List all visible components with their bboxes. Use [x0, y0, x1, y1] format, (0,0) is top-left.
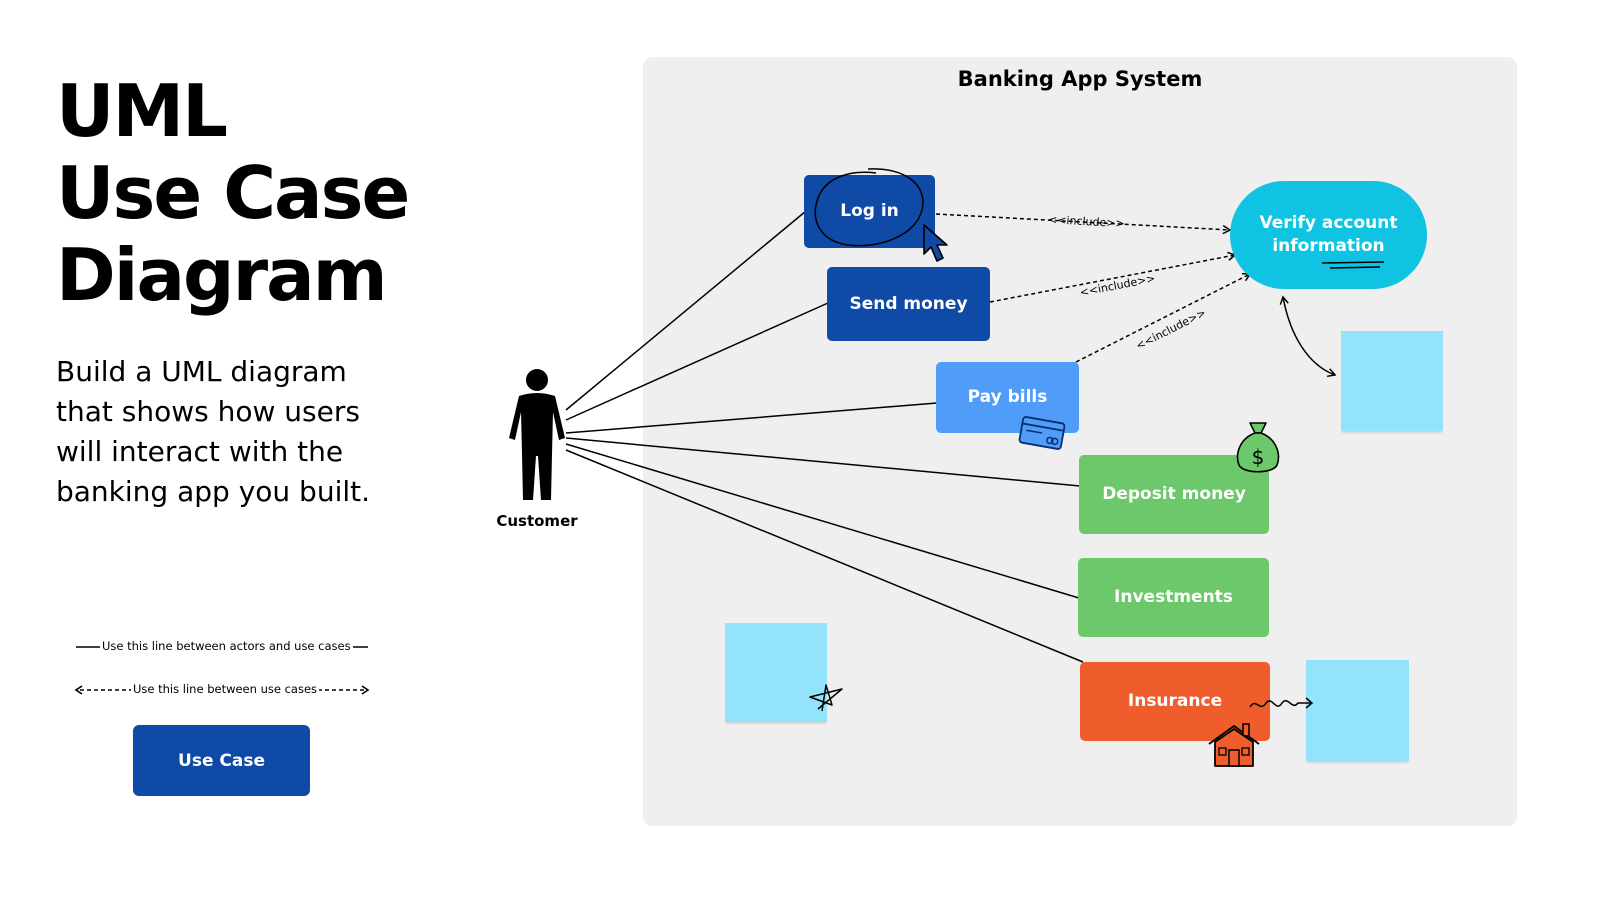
assoc-insurance — [565, 449, 1084, 663]
sticky-note-2[interactable] — [725, 623, 827, 722]
assoc-send-money — [565, 302, 829, 421]
usecase-pay-bills[interactable]: Pay bills — [936, 362, 1079, 433]
usecase-investments[interactable]: Investments — [1078, 558, 1269, 637]
underline-doodle-icon — [1321, 261, 1385, 269]
assoc-investments — [565, 443, 1080, 599]
squiggle-doodle-icon — [1249, 697, 1314, 709]
assoc-login — [565, 210, 807, 411]
usecase-pay-bills-label: Pay bills — [967, 387, 1048, 407]
verify-to-note-arrow — [1279, 295, 1337, 378]
legend-actor-line: Use this line between actors and use cas… — [76, 637, 368, 657]
star-doodle-icon — [809, 684, 843, 712]
usecase-login-label: Log in — [840, 201, 899, 221]
title-line-1: UML — [56, 69, 228, 153]
house-icon — [1208, 723, 1260, 767]
legend-usecase-example[interactable]: Use Case — [133, 725, 310, 796]
legend-usecase-line: Use this line between use cases — [74, 680, 370, 700]
usecase-insurance[interactable]: Insurance — [1080, 662, 1270, 741]
actor-label: Customer — [496, 512, 578, 530]
usecase-verify-account-label: Verify account information — [1259, 213, 1398, 256]
include-send-verify — [989, 251, 1237, 303]
cursor-arrow-icon — [923, 224, 948, 262]
legend-usecase-line-label: Use this line between use cases — [131, 682, 320, 696]
usecase-send-money-label: Send money — [849, 293, 968, 314]
title-line-2: Use Case — [56, 151, 410, 235]
usecase-investments-label: Investments — [1114, 587, 1233, 607]
title-line-3: Diagram — [56, 233, 388, 317]
money-bag-icon: $ — [1236, 422, 1280, 473]
include-label-pay: <<include>> — [1134, 306, 1208, 352]
description-text: Build a UML diagram that shows how users… — [56, 355, 371, 508]
usecase-deposit-money[interactable]: Deposit money — [1079, 455, 1269, 534]
customer-actor-icon[interactable] — [505, 368, 569, 504]
usecase-insurance-label: Insurance — [1127, 691, 1223, 711]
usecase-verify-account[interactable]: Verify account information — [1230, 181, 1427, 289]
assoc-pay-bills — [565, 402, 938, 434]
legend-actor-line-label: Use this line between actors and use cas… — [100, 639, 353, 653]
include-pay-verify — [1075, 272, 1252, 363]
usecase-deposit-money-label: Deposit money — [1102, 484, 1246, 504]
credit-card-icon — [1018, 416, 1066, 450]
sticky-note-3[interactable] — [1306, 660, 1409, 761]
circle-doodle-icon — [814, 168, 924, 247]
include-label-login: <<include>> — [1048, 213, 1125, 230]
svg-text:$: $ — [1252, 445, 1265, 469]
include-login-verify — [935, 213, 1232, 235]
sticky-note-1[interactable] — [1341, 331, 1443, 431]
include-label-send: <<include>> — [1079, 272, 1157, 299]
usecase-send-money[interactable]: Send money — [827, 267, 990, 341]
assoc-deposit — [565, 437, 1081, 487]
page-title: UML Use Case Diagram — [56, 69, 410, 317]
system-title: Banking App System — [957, 67, 1203, 91]
